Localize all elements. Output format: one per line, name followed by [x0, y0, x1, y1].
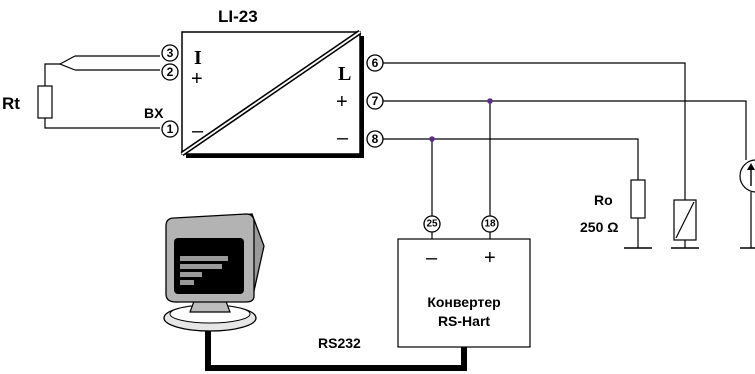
- pin-1: 1: [161, 120, 179, 138]
- rs-hart-title: Конвертер: [427, 294, 500, 310]
- resistor-ro: Ro 250 Ω: [580, 179, 652, 249]
- sensor-rt-fork: [58, 55, 76, 71]
- sensor-rt-body: [37, 85, 53, 119]
- sensor-rt: Rt: [2, 55, 160, 129]
- pin-3: 3: [161, 44, 179, 62]
- wire-pin7: [383, 100, 747, 160]
- pin-2: 2: [161, 63, 179, 81]
- svg-text:2: 2: [167, 65, 174, 79]
- svg-text:8: 8: [372, 132, 379, 146]
- junction-pin8: [429, 136, 435, 142]
- output-plus: +: [336, 91, 348, 113]
- rs-hart-box: [397, 238, 531, 348]
- input-letter: I: [194, 47, 202, 69]
- input-minus: –: [192, 120, 204, 142]
- output-letter: L: [338, 63, 351, 85]
- svg-text:3: 3: [167, 46, 174, 60]
- pin-25: 25: [423, 215, 441, 233]
- li23-diagonal-inner: [181, 31, 361, 155]
- rs232-label: RS232: [318, 335, 361, 351]
- output-minus: –: [337, 127, 349, 149]
- output-converter: [671, 199, 699, 249]
- rs-hart-subtitle: RS-Hart: [438, 313, 490, 329]
- rs232-cable: [205, 330, 467, 371]
- pin-8: 8: [366, 130, 384, 148]
- sensor-rt-bottom-lead: [44, 118, 160, 129]
- resistor-ro-value: 250 Ω: [580, 219, 618, 235]
- resistor-ro-body: [630, 179, 646, 219]
- computer-monitor-icon: [163, 213, 265, 332]
- svg-text:18: 18: [484, 219, 496, 230]
- rs-hart-minus: –: [426, 247, 438, 269]
- wire-pin6: [383, 62, 686, 200]
- wire-pin8: [383, 138, 639, 180]
- pin-6: 6: [366, 54, 384, 72]
- svg-text:1: 1: [167, 122, 174, 136]
- pin-18: 18: [481, 215, 499, 233]
- svg-text:7: 7: [372, 94, 379, 108]
- input-plus: +: [191, 68, 203, 90]
- arrow-up-icon: [747, 163, 755, 170]
- junction-pin7: [487, 98, 493, 104]
- sensor-rt-top-lead: [44, 63, 60, 86]
- current-meter-body: [739, 159, 755, 193]
- pin-7: 7: [366, 92, 384, 110]
- svg-text:25: 25: [426, 219, 438, 230]
- svg-text:6: 6: [372, 56, 379, 70]
- resistor-ro-label: Ro: [594, 192, 613, 208]
- device-name: LI-23: [218, 7, 258, 26]
- rs-hart-converter: 25 18 – + Конвертер RS-Hart: [397, 215, 531, 348]
- li23-block: LI-23 I + – BX L + –: [144, 7, 364, 158]
- input-label: BX: [144, 105, 164, 121]
- current-meter: [739, 159, 755, 249]
- sensor-rt-label: Rt: [2, 94, 20, 113]
- rs-hart-plus: +: [484, 247, 496, 269]
